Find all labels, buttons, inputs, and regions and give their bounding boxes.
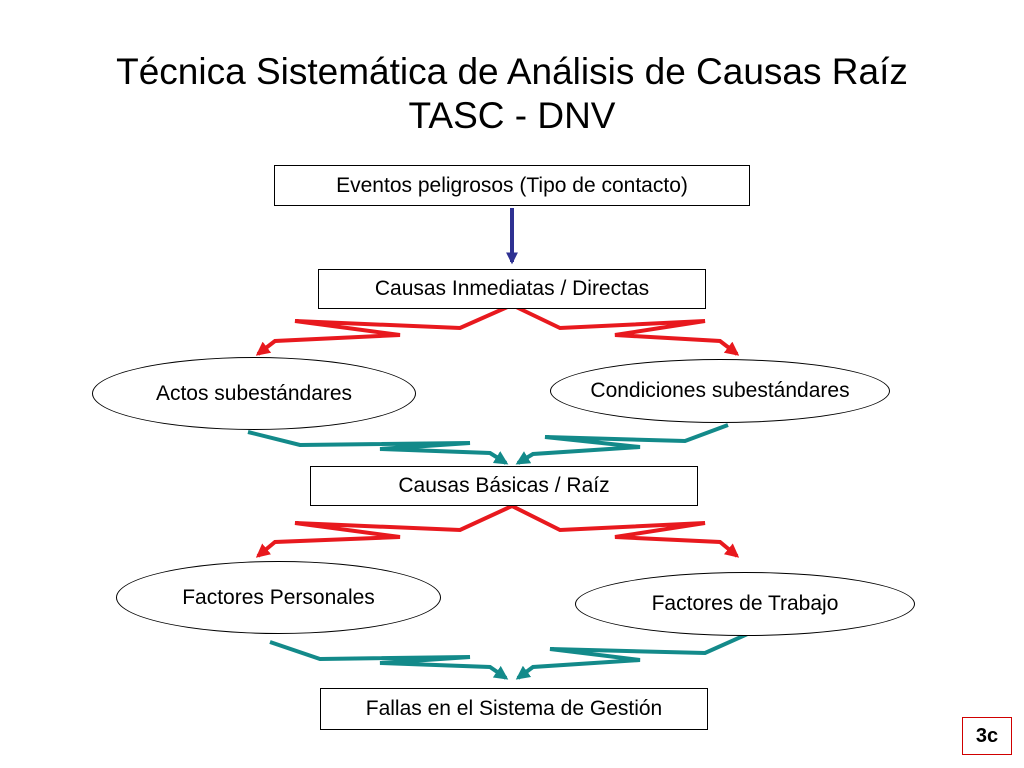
node-actos-label: Actos subestándares bbox=[155, 381, 353, 405]
node-factores-trabajo: Factores de Trabajo bbox=[575, 572, 915, 636]
node-eventos-label: Eventos peligrosos (Tipo de contacto) bbox=[336, 173, 688, 197]
node-fallas-label: Fallas en el Sistema de Gestión bbox=[365, 697, 663, 720]
node-basicas-label: Causas Básicas / Raíz bbox=[398, 474, 610, 497]
title-line-2: TASC - DNV bbox=[408, 95, 616, 136]
node-inmediatas-label: Causas Inmediatas / Directas bbox=[374, 277, 650, 300]
arrow-basicas-to-personales bbox=[255, 504, 513, 558]
page-title: Técnica Sistemática de Análisis de Causa… bbox=[0, 50, 1024, 138]
arrow-condiciones-to-basicas bbox=[515, 423, 729, 465]
node-actos-subestandares: Actos subestándares bbox=[92, 357, 416, 430]
slide-number-badge: 3c bbox=[962, 717, 1012, 755]
arrow-inmediatas-to-actos bbox=[255, 303, 513, 356]
title-line-1: Técnica Sistemática de Análisis de Causa… bbox=[116, 51, 908, 92]
node-factores-personales: Factores Personales bbox=[116, 561, 441, 634]
arrow-actos-to-basicas bbox=[247, 430, 509, 465]
arrow-inmediatas-to-condiciones bbox=[511, 303, 740, 356]
node-fallas-sistema: Fallas en el Sistema de Gestión bbox=[320, 688, 708, 730]
node-personales-label: Factores Personales bbox=[182, 585, 375, 609]
node-eventos-peligrosos: Eventos peligrosos (Tipo de contacto) bbox=[274, 165, 750, 206]
node-trabajo-label: Factores de Trabajo bbox=[651, 592, 839, 615]
node-causas-basicas: Causas Básicas / Raíz bbox=[310, 466, 698, 506]
node-condiciones-subestandares: Condiciones subestándares bbox=[550, 359, 890, 423]
node-causas-inmediatas: Causas Inmediatas / Directas bbox=[318, 269, 706, 309]
arrow-personales-to-fallas bbox=[269, 640, 509, 680]
arrow-trabajo-to-fallas bbox=[515, 630, 753, 680]
node-condiciones-label: Condiciones subestándares bbox=[590, 379, 850, 402]
arrow-basicas-to-trabajo bbox=[511, 504, 740, 558]
